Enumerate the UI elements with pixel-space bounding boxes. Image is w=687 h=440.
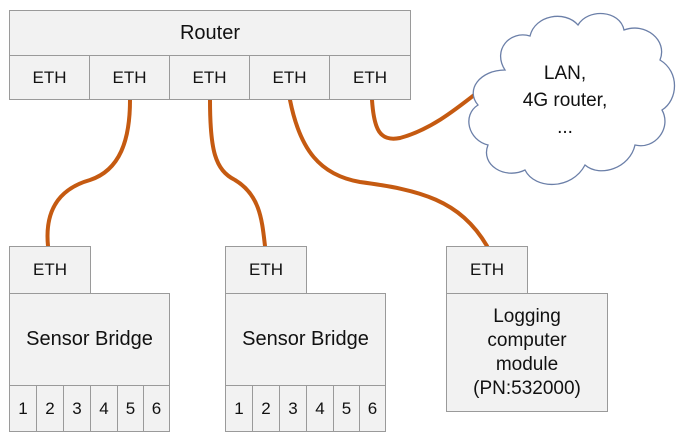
sensor-bridge-1-title: Sensor Bridge — [9, 293, 170, 386]
logger-line-1: Logging — [493, 305, 561, 327]
cloud-label: LAN, 4G router, ... — [500, 60, 630, 141]
sensor-bridge-1-channel-1: 1 — [9, 385, 37, 432]
cable-router-sensor-bridge-1 — [45, 98, 132, 248]
sensor-bridge-2-channel-2: 2 — [252, 385, 280, 432]
cloud-line-2: 4G router, — [522, 90, 608, 111]
cloud-line-1: LAN, — [543, 63, 587, 84]
sensor-bridge-2-channel-3: 3 — [279, 385, 307, 432]
logger-line-3: module — [495, 353, 559, 375]
sensor-bridge-2-channel-6: 6 — [359, 385, 386, 432]
router-port-2: ETH — [89, 55, 170, 100]
sensor-bridge-2-channel-5: 5 — [333, 385, 360, 432]
cable-router-sensor-bridge-2 — [208, 98, 267, 248]
cable-router-logger — [288, 98, 489, 248]
cable-router-cloud — [370, 90, 480, 141]
router-port-1: ETH — [9, 55, 90, 100]
logger-eth-port: ETH — [446, 246, 528, 294]
sensor-bridge-1-channel-3: 3 — [63, 385, 91, 432]
logger-module: Logging computer module (PN:532000) — [446, 293, 608, 412]
sensor-bridge-1-eth-port: ETH — [9, 246, 91, 294]
sensor-bridge-1-channel-2: 2 — [36, 385, 64, 432]
router-title: Router — [9, 10, 411, 56]
sensor-bridge-2-channel-1: 1 — [225, 385, 253, 432]
router-port-3: ETH — [169, 55, 250, 100]
sensor-bridge-2-title: Sensor Bridge — [225, 293, 386, 386]
sensor-bridge-1-channel-6: 6 — [143, 385, 170, 432]
sensor-bridge-2-eth-port: ETH — [225, 246, 307, 294]
logger-line-4: (PN:532000) — [473, 377, 581, 399]
router-port-4: ETH — [249, 55, 330, 100]
router-port-5: ETH — [329, 55, 411, 100]
sensor-bridge-1-channel-4: 4 — [90, 385, 118, 432]
sensor-bridge-1-channel-5: 5 — [117, 385, 144, 432]
cloud-line-3: ... — [557, 117, 573, 138]
logger-line-2: computer — [487, 329, 567, 351]
sensor-bridge-2-channel-4: 4 — [306, 385, 334, 432]
